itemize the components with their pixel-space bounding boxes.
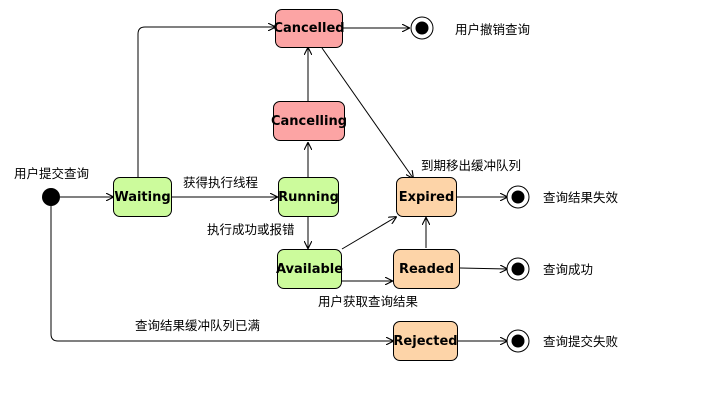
- final-state-expired: [506, 185, 530, 209]
- label-expire-out-queue: 到期移出缓冲队列: [421, 158, 522, 173]
- state-running[interactable]: Running: [278, 177, 339, 217]
- label-queue-full: 查询结果缓冲队列已满: [135, 318, 261, 333]
- final-state-cancel: [410, 16, 434, 40]
- state-available[interactable]: Available: [276, 249, 343, 289]
- state-rejected[interactable]: Rejected: [393, 321, 458, 361]
- edge-waiting-to-cancelled: [137, 27, 275, 177]
- state-waiting[interactable]: Waiting: [113, 177, 172, 217]
- edge-initial-to-rejected: [50, 206, 393, 341]
- label-acquire-thread: 获得执行线程: [183, 175, 259, 190]
- edge-readed-to-final: [459, 268, 507, 269]
- state-cancelled[interactable]: Cancelled: [273, 9, 345, 48]
- state-readed[interactable]: Readed: [393, 249, 460, 289]
- edge-available-to-expired: [341, 217, 396, 250]
- label-user-fetch-result: 用户获取查询结果: [318, 294, 419, 309]
- label-submit-failed: 查询提交失败: [543, 334, 619, 349]
- initial-state: [42, 188, 60, 206]
- state-expired[interactable]: Expired: [396, 177, 457, 217]
- state-cancelling[interactable]: Cancelling: [271, 101, 347, 141]
- label-exec-done-or-error: 执行成功或报错: [207, 222, 295, 237]
- edge-cancelled-to-expired: [321, 47, 413, 178]
- label-submit-query: 用户提交查询: [14, 166, 90, 181]
- label-user-cancel: 用户撤销查询: [455, 22, 531, 37]
- final-state-rejected: [506, 329, 530, 353]
- final-state-success: [506, 257, 530, 281]
- label-result-invalid: 查询结果失效: [543, 190, 619, 205]
- label-query-success: 查询成功: [543, 262, 594, 277]
